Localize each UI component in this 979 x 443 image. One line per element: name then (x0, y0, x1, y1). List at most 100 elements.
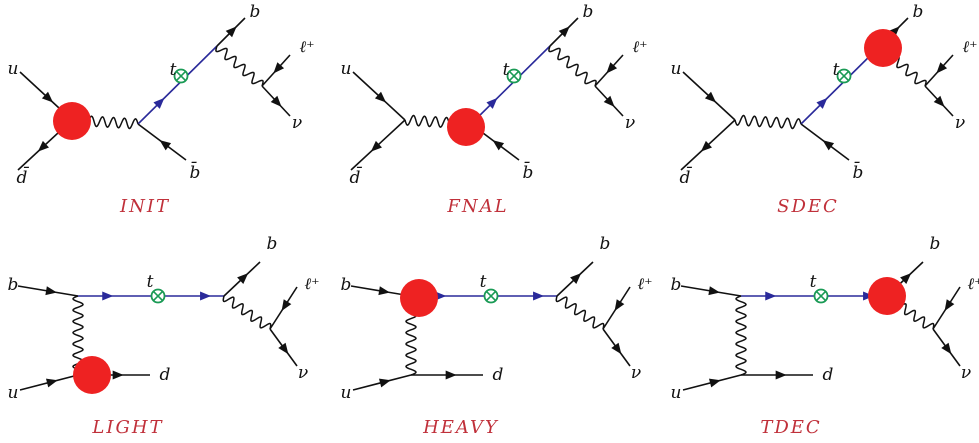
sdec-b-out-line-arrow (888, 26, 900, 38)
light-top-line-arrow2 (200, 291, 212, 301)
sdec-label-nu: ν (955, 113, 965, 133)
tdec-b-in-line-arrow (708, 286, 720, 296)
light-label-in1: b (8, 275, 19, 295)
fnal-label-lepton: ℓ⁺ (632, 37, 647, 56)
fnal-label-nu: ν (625, 113, 635, 133)
fnal-antiquark-in-line-arrow (370, 140, 382, 152)
tdec-u-in-line-arrow (708, 378, 721, 388)
init-lepton-line-arrow (273, 62, 285, 74)
tdec-label-in1: b (671, 275, 682, 295)
init-label-in2: d̄ (17, 165, 30, 188)
heavy-label-in1: b (341, 275, 352, 295)
init-caption: INIT (119, 196, 170, 217)
init-neutrino-line-arrow (270, 95, 282, 107)
tdec-w-exchange-line (735, 295, 747, 376)
tdec-label-nu: ν (961, 363, 971, 383)
heavy-label-nu: ν (631, 363, 641, 383)
tdec-caption: TDEC (760, 417, 821, 438)
fnal-caption: FNAL (446, 196, 508, 217)
sdec-antiquark-in-line-arrow (700, 140, 712, 152)
sdec-caption: SDEC (777, 196, 839, 217)
init-b-out-line-arrow (225, 26, 237, 38)
sdec-red-blob-icon (864, 29, 902, 67)
init-antiquark-in-line-arrow (37, 140, 49, 152)
init-bbar-out-line-arrow (159, 140, 172, 151)
light-u-in-line-arrow (45, 378, 58, 388)
light-b-in-line-arrow (45, 286, 57, 296)
tdec-d-out-line-arrow (775, 370, 787, 380)
sdec-label-b: b (913, 2, 924, 22)
light-red-blob-icon (73, 356, 111, 394)
heavy-w-decay-line (555, 295, 605, 330)
heavy-circled-cross-icon-x2 (486, 291, 496, 301)
light-d-out-line-arrow (112, 370, 124, 380)
light-caption: LIGHT (91, 417, 163, 438)
sdec-label-in1: u (671, 59, 682, 79)
init-top-line-arrow (153, 97, 165, 109)
fnal-w-decay-line (548, 45, 597, 87)
init-label-b: b (250, 2, 261, 22)
light-circled-cross-icon-x2 (153, 291, 163, 301)
light-lepton-line-arrow (281, 299, 292, 311)
init-red-blob-icon (53, 102, 91, 140)
tdec-b-out-line-arrow (900, 273, 912, 284)
init-label-lepton: ℓ⁺ (299, 37, 314, 56)
fnal-lepton-line-arrow (606, 62, 618, 74)
init-label-nu: ν (292, 113, 302, 133)
sdec-top-line (800, 45, 881, 125)
tdec-label-lepton: ℓ⁺ (967, 274, 979, 293)
light-neutrino-line-arrow (278, 342, 289, 355)
light-b-out-line-arrow (237, 273, 249, 284)
sdec-quark-in-line-arrow (704, 91, 717, 103)
heavy-b-out-line-arrow (570, 273, 582, 284)
heavy-u-in-line-arrow (378, 378, 391, 388)
sdec-neutrino-line-arrow (933, 95, 945, 107)
heavy-label-top: t (480, 272, 487, 292)
fnal-red-blob-icon (447, 108, 485, 146)
init-label-bbar: b̄ (190, 160, 201, 183)
fnal-label-b: b (583, 2, 594, 22)
tdec-label-top: t (810, 272, 817, 292)
heavy-label-lepton: ℓ⁺ (637, 274, 652, 293)
heavy-red-blob-icon (400, 279, 438, 317)
tdec-circled-cross-icon-x2 (816, 291, 826, 301)
fnal-label-in1: u (341, 59, 352, 79)
tdec-lepton-line-arrow (944, 299, 955, 311)
fnal-bbar-out-line-arrow (492, 140, 505, 151)
heavy-label-in2: u (341, 383, 352, 403)
init-circled-cross-icon-x2 (176, 71, 186, 81)
tdec-label-in2: u (671, 383, 682, 403)
light-label-out: d (160, 365, 171, 385)
init-label-in1: u (8, 59, 19, 79)
tdec-neutrino-line-arrow (941, 342, 952, 355)
fnal-quark-in-line-arrow (374, 91, 387, 103)
heavy-b-in-line-arrow (378, 286, 390, 296)
heavy-lepton-line-arrow (614, 299, 625, 311)
tdec-red-blob-icon (868, 277, 906, 315)
sdec-label-lepton: ℓ⁺ (962, 37, 977, 56)
light-label-nu: ν (298, 363, 308, 383)
tdec-label-b: b (930, 234, 941, 254)
light-label-lepton: ℓ⁺ (304, 274, 319, 293)
init-label-top: t (170, 60, 177, 80)
fnal-label-bbar: b̄ (523, 160, 534, 183)
light-label-top: t (147, 272, 154, 292)
heavy-caption: HEAVY (422, 417, 499, 438)
heavy-top-line-arrow (435, 291, 447, 301)
light-label-in2: u (8, 383, 19, 403)
text-layer: ud̄tbℓ⁺νb̄INITud̄tbℓ⁺νb̄FNALud̄tbℓ⁺νb̄SD… (8, 2, 979, 438)
heavy-d-out-line-arrow (445, 370, 457, 380)
tdec-label-out: d (823, 365, 834, 385)
sdec-lepton-line-arrow (936, 62, 948, 74)
heavy-label-b: b (600, 234, 611, 254)
sdec-circled-cross-icon-x2 (839, 71, 849, 81)
fnal-label-in2: d̄ (350, 165, 363, 188)
fnal-b-out-line-arrow (558, 26, 570, 38)
heavy-label-out: d (493, 365, 504, 385)
heavy-neutrino-line-arrow (611, 342, 622, 355)
sdec-w-propagator (734, 114, 802, 130)
sdec-label-bbar: b̄ (853, 160, 864, 183)
init-w-decay-line (215, 45, 264, 87)
heavy-top-line-arrow2 (533, 291, 545, 301)
